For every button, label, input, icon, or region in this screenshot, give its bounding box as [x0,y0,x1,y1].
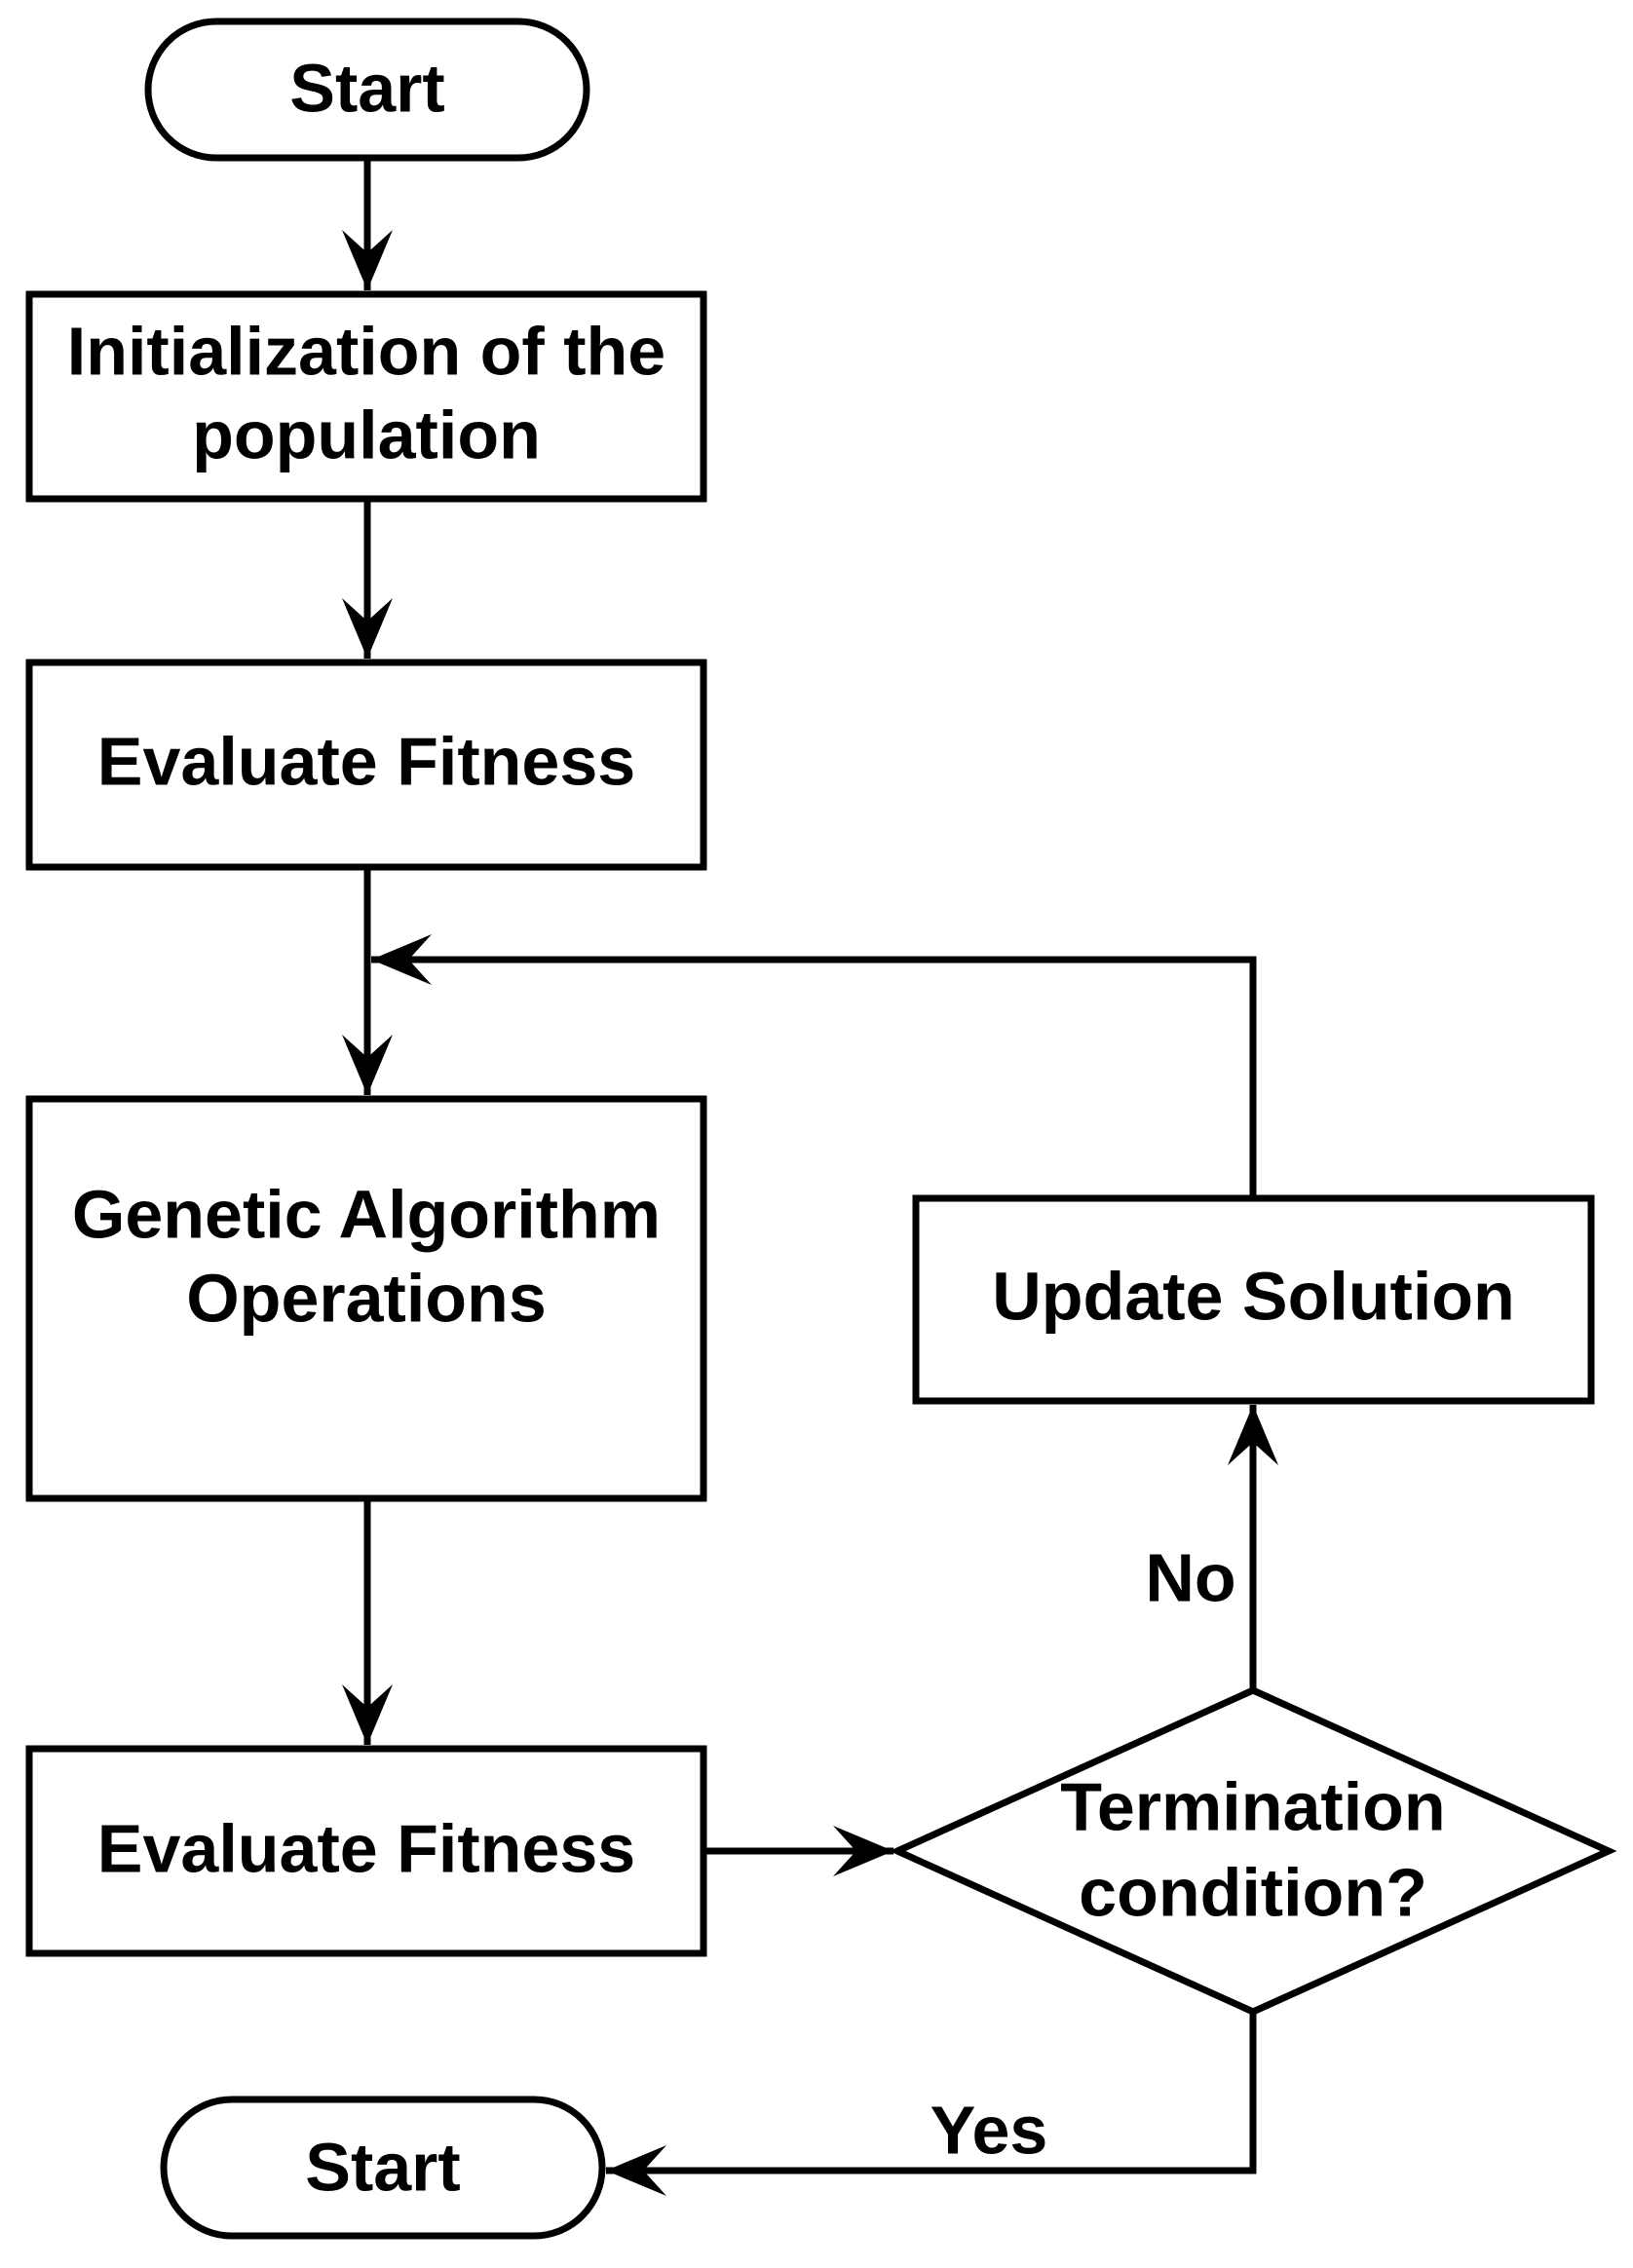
node-label-line: population [192,397,541,472]
arrow-head-icon [833,1826,893,1876]
edge-start-to-init [342,158,393,290]
terminal-shape [160,2096,606,2240]
node-label-line: Operations [186,1260,547,1336]
node-label-line: Initialization of the [67,313,665,389]
arrow-head-icon [342,598,393,659]
node-update-solution: Update Solution [912,1194,1595,1405]
process-box [25,1745,707,1957]
decision-diamond [889,1686,1617,2016]
process-box [25,659,707,871]
process-box [912,1194,1595,1405]
edge-termination-yes [606,2012,1257,2196]
arrow-head-icon [342,1684,393,1745]
edge-label-no: No [1145,1539,1235,1615]
node-label-line: Evaluate Fitness [97,1810,635,1886]
node-label-line: Genetic Algorithm [72,1176,661,1252]
node-start-top: Start [144,18,590,162]
edge-update-loop-back [371,934,1257,1198]
connector-line [606,2012,1257,2174]
node-start-bottom: Start [160,2096,606,2240]
arrow-head-icon [606,2145,666,2196]
node-evaluate-fitness-1: Evaluate Fitness [25,659,707,871]
arrow-head-icon [1228,1405,1278,1465]
node-label-line: condition? [1079,1854,1427,1930]
connector-line [371,956,1257,1198]
arrow-head-icon [342,230,393,290]
node-evaluate-fitness-2: Evaluate Fitness [25,1745,707,1957]
edge-eval-to-ga [342,867,393,1095]
arrow-head-icon [371,934,432,985]
node-label-line: Evaluate Fitness [97,723,635,799]
node-label-line: Start [289,50,444,126]
process-box [25,290,707,503]
edges-layer [342,158,1278,2196]
edge-eval-to-termination [703,1826,893,1876]
node-init-population: Initialization of the population [25,290,707,503]
node-label-line: Start [305,2129,460,2205]
node-label-line: Termination [1060,1768,1445,1844]
arrow-head-icon [342,1035,393,1095]
edge-label-yes: Yes [930,2092,1048,2168]
edge-init-to-eval [342,499,393,659]
process-box [25,1095,707,1502]
terminal-shape [144,18,590,162]
node-label-line: Update Solution [992,1258,1515,1334]
edge-ga-to-eval [342,1498,393,1745]
edge-termination-no [1228,1405,1278,1690]
node-termination-condition: Termination condition? [889,1686,1617,2016]
